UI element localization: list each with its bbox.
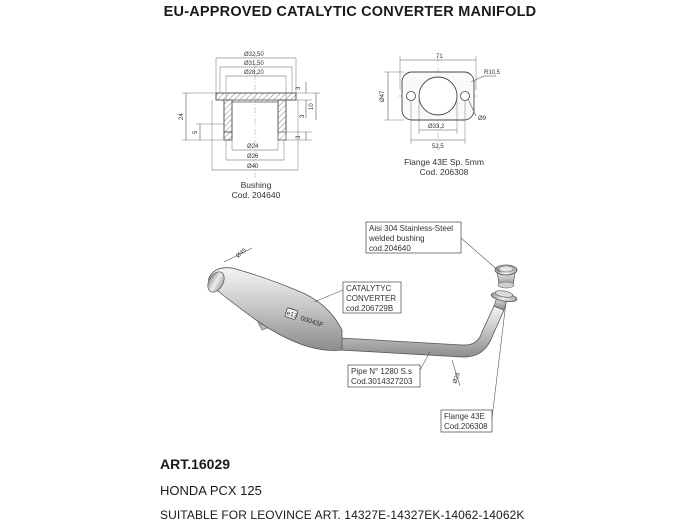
- bushing-dim-2: Ø31,50: [244, 61, 264, 67]
- bushing-dim-8: 5: [193, 130, 199, 134]
- callout-bushing-line-1: Aisi 304 Stainless-Steel: [369, 224, 453, 233]
- bushing-dim-3: Ø28,20: [244, 70, 264, 76]
- bushing-caption: Bushing: [241, 180, 272, 190]
- inlet-diameter: Ø45: [235, 247, 248, 259]
- bushing-dim-12: 3: [296, 135, 302, 139]
- bushing-dim-7: 24: [179, 113, 185, 120]
- article-number: ART.16029: [160, 456, 231, 472]
- callout-pipe-line-2: Cod.3014327203: [351, 377, 413, 386]
- bushing-dim-5: Ø26: [247, 154, 259, 160]
- vehicle-model: HONDA PCX 125: [160, 483, 262, 498]
- compatibility-note: SUITABLE FOR LEOVINCE ART. 14327E-14327E…: [160, 508, 525, 522]
- approval-mark: e13: [286, 310, 299, 320]
- bushing-dim-1: Ø32,50: [244, 52, 264, 58]
- bushing-dim-9: 3: [296, 86, 302, 90]
- flange-dim-6: 52,5: [432, 144, 444, 150]
- flange-dim-3: R10,5: [484, 70, 501, 76]
- bushing-section-view: Ø32,50 Ø31,50 Ø28,20 Ø24 Ø26 Ø40 24 5 3 …: [179, 52, 320, 200]
- pipe-diameter: Ø25: [452, 371, 462, 384]
- bushing-dim-4: Ø24: [247, 144, 259, 150]
- page-title: EU-APPROVED CATALYTIC CONVERTER MANIFOLD: [163, 4, 537, 20]
- flange-front-view: 71 Ø47 R10,5 Ø33,2 Ø9 52,5 Flange 43E Sp…: [380, 54, 501, 177]
- callout-bushing-line-2: welded bushing: [368, 234, 425, 243]
- callout-bushing-line-3: cod.204640: [369, 244, 411, 253]
- callout-bushing: Aisi 304 Stainless-Steel welded bushing …: [365, 221, 501, 273]
- bushing-code: Cod. 204640: [232, 190, 281, 200]
- bushing-dim-11: 3: [300, 114, 306, 118]
- bushing-dim-6: Ø40: [247, 164, 259, 170]
- flange-caption: Flange 43E Sp. 5mm: [404, 157, 484, 167]
- flange-dim-4: Ø33,2: [428, 124, 445, 130]
- callout-flange-line-1: Flange 43E: [444, 412, 485, 421]
- flange-dim-5: Ø9: [478, 116, 487, 122]
- flange-dim-2: Ø47: [380, 90, 386, 102]
- manifold-assembly-view: e13 00043F Ø45 Ø25 Aisi 304 Stainless-St…: [207, 221, 518, 433]
- bushing-dim-10: 10: [309, 103, 315, 110]
- callout-flange: Flange 43E Cod.206308: [440, 301, 507, 433]
- callout-pipe-line-1: Pipe N° 1280 S.s: [351, 367, 412, 376]
- callout-cat-line-2: CONVERTER: [346, 294, 396, 303]
- callout-cat-line-1: CATALYTYC: [346, 284, 392, 293]
- flange-code: Cod. 206308: [420, 167, 469, 177]
- callout-catalytic-converter: CATALYTYC CONVERTER cod.206729B: [313, 281, 402, 314]
- callout-pipe: Pipe N° 1280 S.s Cod.3014327203: [347, 351, 431, 388]
- flange-dim-1: 71: [436, 54, 443, 60]
- callout-cat-line-3: cod.206729B: [346, 304, 393, 313]
- callout-flange-line-2: Cod.206308: [444, 422, 488, 431]
